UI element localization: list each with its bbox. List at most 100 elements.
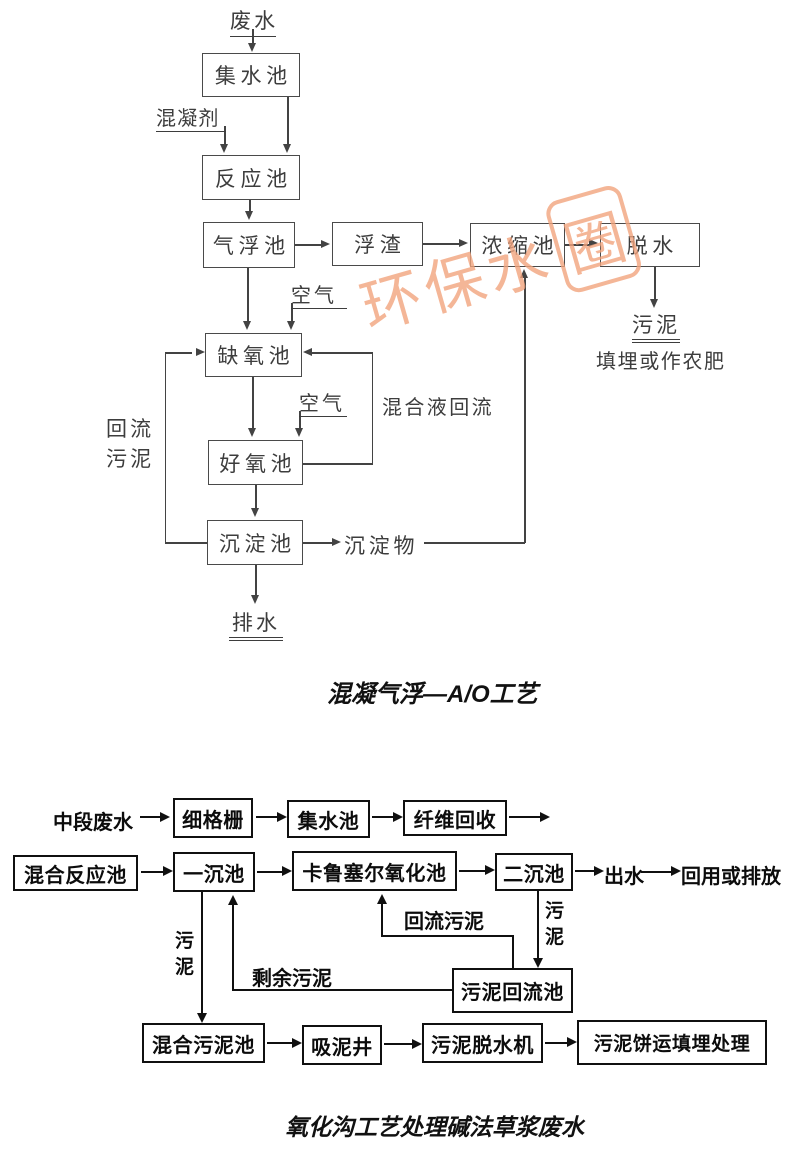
node-sludge-suction-well: 吸泥井 xyxy=(302,1025,382,1065)
top-diagram-title: 混凝气浮—A/O工艺 xyxy=(327,681,538,708)
arrow-right-icon xyxy=(282,866,292,876)
arrow-right-icon xyxy=(292,1038,302,1048)
edge-primary-sludge-down xyxy=(201,892,204,1014)
edge-aerobic-to-sedimentation xyxy=(255,485,257,510)
arrow-right-icon xyxy=(277,812,287,822)
arrow-right-icon xyxy=(540,812,550,822)
arrow-down-icon xyxy=(248,43,256,52)
edge-flotation-to-anoxic xyxy=(247,268,249,324)
node-primary-clarifier: 一沉池 xyxy=(173,852,255,892)
node-mixed-sludge-pool: 混合污泥池 xyxy=(142,1023,265,1063)
node-sedimentation-pool: 沉淀池 xyxy=(207,520,303,565)
node-reaction-pool: 反应池 xyxy=(202,155,300,200)
edge-dewatering-to-landfill xyxy=(545,1042,568,1045)
node-fiber-recovery: 纤维回收 xyxy=(403,800,507,836)
edge-primary-to-carrousel xyxy=(257,871,283,874)
arrow-right-icon xyxy=(567,1037,577,1047)
arrow-up-icon xyxy=(377,894,387,904)
edge-secondary-sludge-down xyxy=(537,891,540,958)
label-sediment: 沉淀物 xyxy=(344,534,419,558)
label-air-2: 空气 xyxy=(299,387,347,417)
node-aerobic-pool: 好氧池 xyxy=(208,440,303,485)
edge-air2-to-aerobic xyxy=(299,411,301,430)
node-anoxic-pool: 缺氧池 xyxy=(205,333,302,377)
label-midsection-wastewater: 中段废水 xyxy=(53,812,133,834)
label-wastewater: 废水 xyxy=(230,5,276,37)
edge-return-sludge-v2 xyxy=(512,935,515,968)
node-dewatering: 脱水 xyxy=(600,223,700,267)
edge-return-sludge-top xyxy=(165,352,192,354)
edge-return-sludge-v xyxy=(164,352,166,543)
edge-return-sludge-bottom xyxy=(165,542,207,544)
node-collection-pool-2: 集水池 xyxy=(287,800,370,838)
edge-mixedsludge-to-well xyxy=(267,1042,293,1045)
edge-sediment-to-thickening-v xyxy=(524,277,526,543)
node-flotation-pool: 气浮池 xyxy=(203,222,295,268)
arrow-left-icon xyxy=(303,348,312,356)
node-fine-screen: 细格栅 xyxy=(173,798,253,838)
label-coagulant: 混凝剂 xyxy=(156,102,226,132)
arrow-down-icon xyxy=(197,1013,207,1023)
arrow-right-icon xyxy=(589,239,598,247)
edge-fiber-out xyxy=(509,816,540,819)
arrow-down-icon xyxy=(533,958,543,968)
node-mixing-reaction-pool: 混合反应池 xyxy=(13,855,138,891)
edge-coagulant-to-reaction xyxy=(224,126,226,145)
edge-flotation-to-scum xyxy=(295,244,323,246)
arrow-down-icon xyxy=(251,595,259,604)
edge-mixed-return-bottom xyxy=(303,463,373,465)
edge-reaction-to-flotation xyxy=(249,200,251,213)
arrow-right-icon xyxy=(321,240,330,248)
bottom-diagram-title: 氧化沟工艺处理碱法草浆废水 xyxy=(285,1114,584,1140)
arrow-right-icon xyxy=(412,1039,422,1049)
node-carrousel-oxidation-pool: 卡鲁塞尔氧化池 xyxy=(292,851,457,891)
node-sludge-dewatering-machine: 污泥脱水机 xyxy=(422,1023,543,1063)
edge-well-to-dewatering xyxy=(384,1043,413,1046)
arrow-right-icon xyxy=(459,239,468,247)
edge-mixed-return-v xyxy=(371,353,373,464)
arrow-down-icon xyxy=(243,321,251,330)
node-thickening-pool: 浓缩池 xyxy=(470,223,565,267)
edge-sediment-to-thickening-h xyxy=(424,542,525,544)
edge-midwaste-to-screen xyxy=(140,816,161,819)
label-effluent: 出水 xyxy=(604,866,644,888)
edge-excess-sludge-h xyxy=(232,989,452,992)
arrow-down-icon xyxy=(251,508,259,517)
edge-anoxic-to-aerobic xyxy=(252,377,254,430)
edge-mixing-to-primary xyxy=(141,871,164,874)
edge-return-sludge-h xyxy=(381,935,514,938)
arrow-right-icon xyxy=(485,865,495,875)
arrow-down-icon xyxy=(220,144,228,153)
node-secondary-clarifier: 二沉池 xyxy=(495,853,573,891)
arrow-right-icon xyxy=(196,348,205,356)
arrow-right-icon xyxy=(594,866,604,876)
arrow-down-icon xyxy=(295,428,303,437)
edge-secondary-to-effluent xyxy=(575,870,595,873)
arrow-right-icon xyxy=(671,866,681,876)
arrow-right-icon xyxy=(163,866,173,876)
label-sludge-left: 污泥 xyxy=(175,931,195,978)
label-landfill-or-fertilizer: 填埋或作农肥 xyxy=(596,351,726,373)
label-air-1: 空气 xyxy=(291,279,347,309)
edge-mixed-return-top xyxy=(310,352,373,354)
node-collection-pool: 集水池 xyxy=(202,53,300,97)
arrow-right-icon xyxy=(160,812,170,822)
arrow-right-icon xyxy=(393,812,403,822)
edge-scum-to-thickening xyxy=(423,243,461,245)
edge-dewatering-to-sludge xyxy=(654,267,656,301)
label-sludge-top: 污泥 xyxy=(632,309,680,343)
edge-effluent-to-reuse xyxy=(641,871,672,874)
edge-screen-to-collection xyxy=(256,816,278,819)
edge-collection-to-fiber xyxy=(372,816,394,819)
edge-return-sludge-v1 xyxy=(381,904,384,937)
arrow-down-icon xyxy=(245,211,253,220)
edge-collection-to-reaction xyxy=(287,97,289,145)
edge-air1-to-anoxic xyxy=(291,303,293,323)
edge-thickening-to-dewatering xyxy=(565,244,591,246)
node-sludge-return-pool: 污泥回流池 xyxy=(452,968,573,1013)
label-return-sludge: 回流污泥 xyxy=(106,417,155,472)
edge-carrousel-to-secondary xyxy=(459,870,486,873)
node-scum: 浮渣 xyxy=(332,222,423,266)
label-reuse-or-discharge: 回用或排放 xyxy=(681,866,781,888)
